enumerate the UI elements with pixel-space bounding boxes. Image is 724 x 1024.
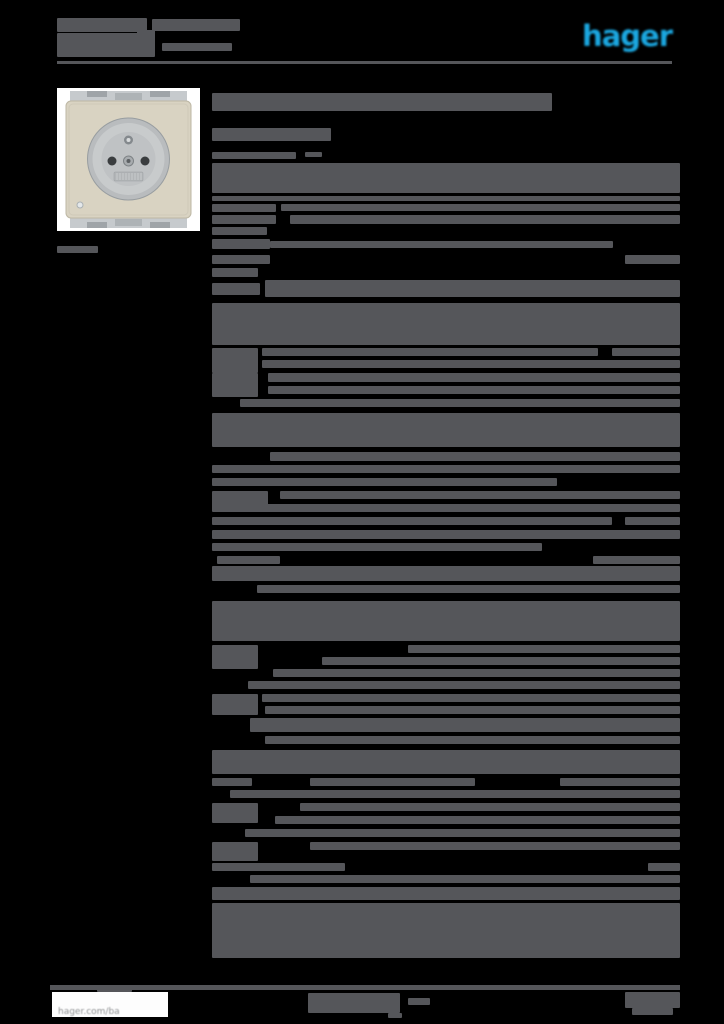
redacted-text-bar bbox=[560, 778, 680, 786]
redacted-text-bar bbox=[212, 778, 252, 786]
redacted-text-bar bbox=[212, 903, 680, 958]
redacted-text-bar bbox=[212, 694, 258, 715]
redacted-text-bar bbox=[625, 255, 680, 264]
redacted-text-bar bbox=[212, 413, 680, 447]
footer-website-box: hager.com/ba bbox=[52, 992, 168, 1017]
redacted-text-bar bbox=[57, 246, 98, 253]
redacted-text-bar bbox=[280, 491, 680, 499]
redacted-text-bar bbox=[388, 1013, 402, 1018]
header-divider bbox=[57, 61, 672, 64]
redacted-text-bar bbox=[230, 790, 680, 798]
redacted-text-bar bbox=[262, 694, 680, 702]
redacted-text-bar bbox=[152, 19, 240, 31]
redacted-text-bar bbox=[268, 386, 680, 394]
footer-divider bbox=[50, 985, 680, 990]
redacted-text-bar bbox=[212, 196, 680, 201]
redacted-text-bar bbox=[212, 255, 270, 264]
redacted-text-bar bbox=[212, 887, 680, 900]
redacted-text-bar bbox=[310, 778, 475, 786]
redacted-text-bar bbox=[212, 478, 557, 486]
redacted-text-bar bbox=[281, 204, 680, 211]
redacted-text-bar bbox=[408, 998, 430, 1005]
redacted-text-bar bbox=[212, 863, 345, 871]
redacted-text-bar bbox=[408, 645, 680, 653]
redacted-text-bar bbox=[305, 152, 322, 157]
redacted-text-bar bbox=[212, 373, 258, 397]
redacted-text-bar bbox=[262, 348, 598, 356]
redacted-text-bar bbox=[137, 30, 155, 56]
redacted-text-bar bbox=[632, 1008, 673, 1015]
redacted-text-bar bbox=[250, 718, 680, 732]
product-photo bbox=[57, 88, 200, 231]
redacted-text-bar bbox=[262, 360, 680, 368]
redacted-text-bar bbox=[265, 280, 680, 297]
redacted-text-bar bbox=[212, 283, 260, 295]
redacted-text-bar bbox=[593, 556, 680, 564]
redacted-text-bar bbox=[235, 504, 680, 512]
socket-outlet-illustration bbox=[65, 91, 192, 228]
redacted-text-bar bbox=[57, 18, 147, 32]
redacted-text-bar bbox=[217, 556, 280, 564]
hager-logo: hager bbox=[582, 19, 673, 53]
pin-hole-left bbox=[107, 156, 117, 166]
redacted-text-bar bbox=[250, 875, 680, 883]
redacted-text-bar bbox=[212, 803, 258, 823]
redacted-text-bar bbox=[245, 829, 680, 837]
redacted-text-bar bbox=[212, 566, 680, 581]
redacted-text-bar bbox=[212, 227, 267, 235]
redacted-text-bar bbox=[212, 128, 331, 141]
redacted-text-bar bbox=[212, 601, 680, 641]
redacted-text-bar bbox=[648, 863, 680, 871]
redacted-text-bar bbox=[275, 816, 680, 824]
redacted-text-bar bbox=[212, 204, 276, 212]
redacted-text-bar bbox=[212, 93, 552, 111]
redacted-text-bar bbox=[625, 992, 680, 1008]
redacted-text-bar bbox=[212, 303, 680, 345]
redacted-text-bar bbox=[212, 645, 258, 669]
footer-website-link[interactable]: hager.com/ba bbox=[58, 1007, 120, 1017]
led-indicator bbox=[76, 201, 84, 209]
redacted-text-bar bbox=[310, 842, 680, 850]
redacted-text-bar bbox=[270, 241, 613, 248]
redacted-text-bar bbox=[612, 348, 680, 356]
redacted-text-bar bbox=[257, 585, 680, 593]
redacted-text-bar bbox=[212, 530, 680, 539]
redacted-text-bar bbox=[97, 988, 132, 992]
redacted-text-bar bbox=[162, 43, 232, 51]
redacted-text-bar bbox=[212, 268, 258, 277]
redacted-text-bar bbox=[273, 669, 680, 677]
redacted-text-bar bbox=[240, 399, 680, 407]
redacted-text-bar bbox=[625, 517, 680, 525]
redacted-text-bar bbox=[300, 803, 680, 811]
redacted-text-bar bbox=[212, 750, 680, 774]
redacted-text-bar bbox=[265, 736, 680, 744]
redacted-text-bar bbox=[212, 465, 680, 473]
redacted-text-bar bbox=[212, 215, 276, 224]
redacted-text-bar bbox=[265, 706, 680, 714]
redacted-text-bar bbox=[212, 152, 296, 159]
redacted-text-bar bbox=[212, 517, 612, 525]
redacted-text-bar bbox=[212, 842, 258, 861]
redacted-text-bar bbox=[212, 348, 258, 373]
redacted-text-bar bbox=[212, 239, 270, 249]
redacted-text-bar bbox=[212, 543, 542, 551]
redacted-text-bar bbox=[322, 657, 680, 665]
redacted-text-bar bbox=[308, 993, 400, 1013]
redacted-text-bar bbox=[268, 373, 680, 382]
redacted-text-bar bbox=[270, 452, 680, 461]
redacted-text-bar bbox=[248, 681, 680, 689]
redacted-text-bar bbox=[212, 163, 680, 193]
pin-hole-right bbox=[140, 156, 150, 166]
redacted-text-bar bbox=[290, 215, 680, 224]
